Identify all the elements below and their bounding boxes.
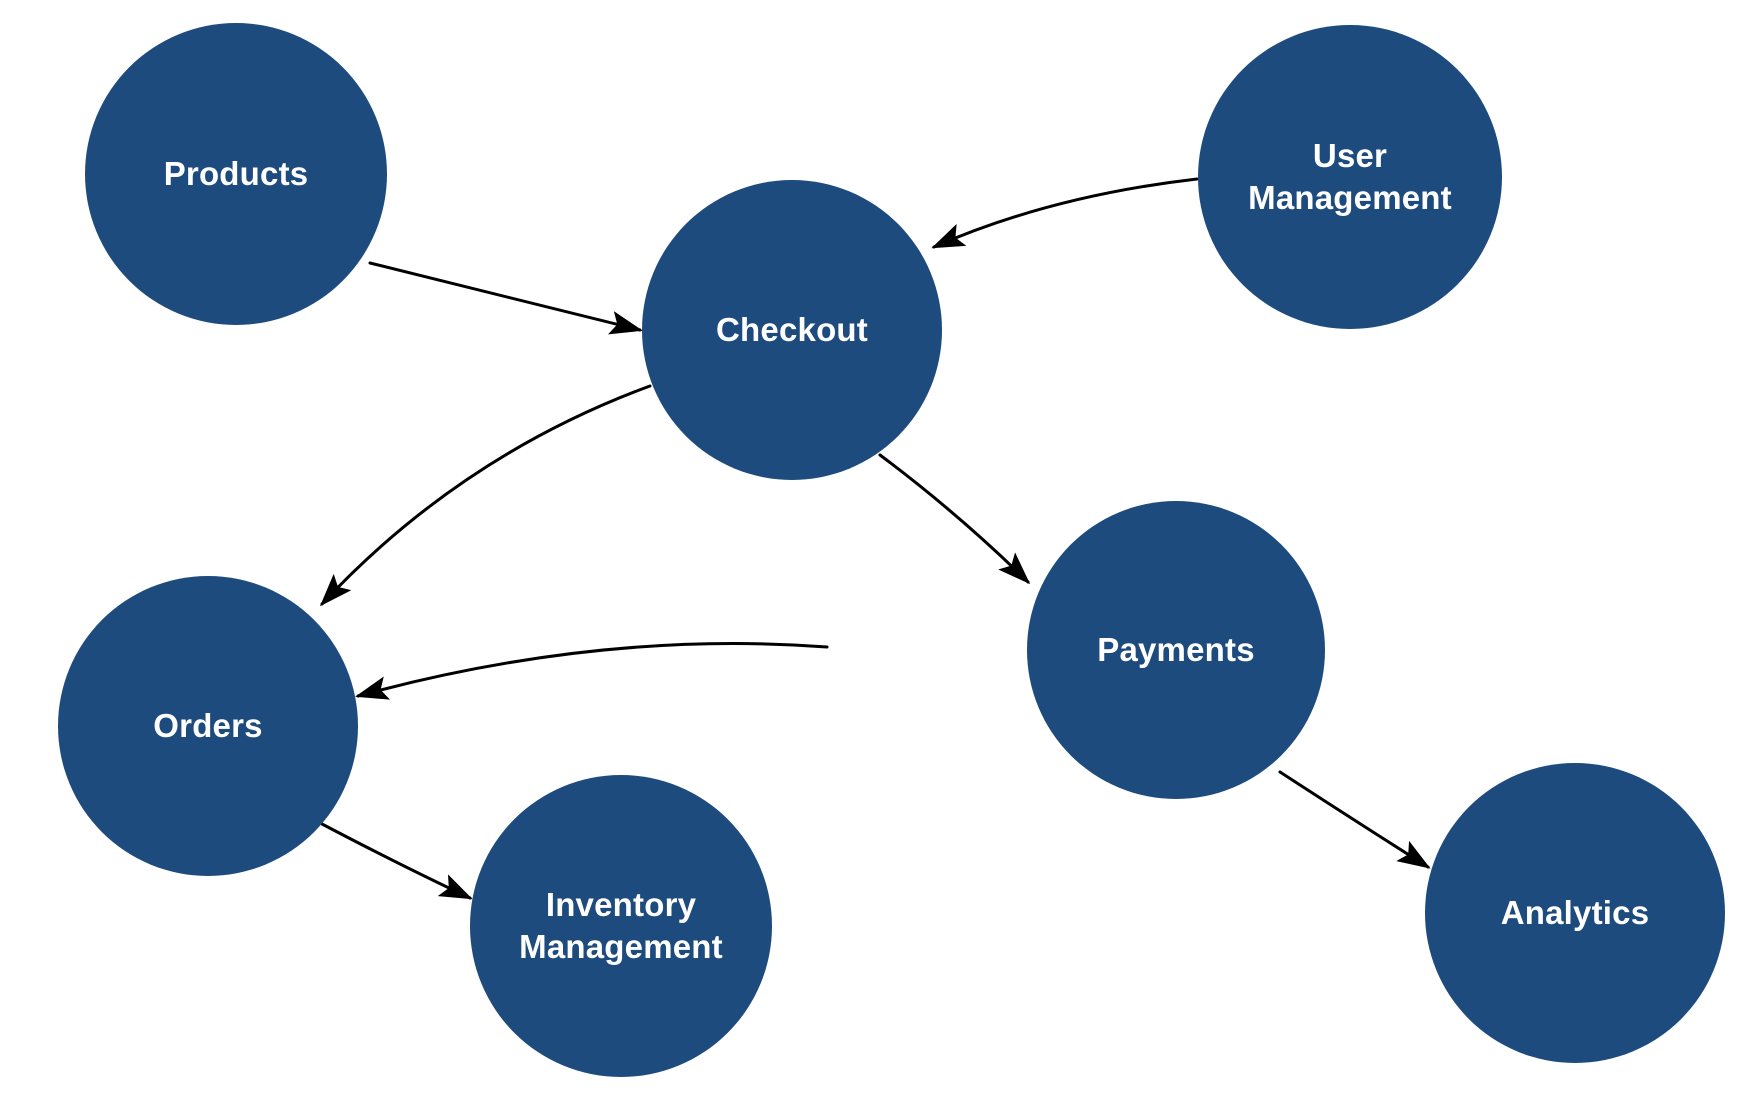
node-analytics[interactable]: Analytics — [1425, 763, 1725, 1063]
node-inventory[interactable]: Inventory Management — [470, 775, 772, 1077]
node-label-analytics: Analytics — [1500, 893, 1650, 931]
node-label-usermgmt: User Management — [1248, 136, 1452, 216]
node-label-checkout: Checkout — [716, 310, 868, 348]
node-label-inventory: Inventory Management — [519, 885, 723, 965]
node-orders[interactable]: Orders — [58, 576, 358, 876]
node-payments[interactable]: Payments — [1027, 501, 1325, 799]
edge-usermgmt-to-checkout — [931, 177, 1199, 249]
node-checkout[interactable]: Checkout — [642, 180, 942, 480]
edges-group — [319, 177, 1431, 900]
edge-checkout-to-payments — [878, 453, 1031, 585]
edge-payments-to-orders — [355, 642, 829, 700]
edge-products-to-checkout — [368, 261, 643, 335]
node-label-orders: Orders — [153, 706, 263, 744]
node-label-payments: Payments — [1097, 630, 1255, 668]
node-products[interactable]: Products — [85, 23, 387, 325]
edge-orders-to-inventory — [320, 822, 473, 900]
edge-payments-to-analytics — [1278, 770, 1431, 869]
node-usermgmt[interactable]: User Management — [1198, 25, 1502, 329]
node-label-products: Products — [163, 154, 309, 192]
edge-checkout-to-orders — [319, 384, 652, 607]
